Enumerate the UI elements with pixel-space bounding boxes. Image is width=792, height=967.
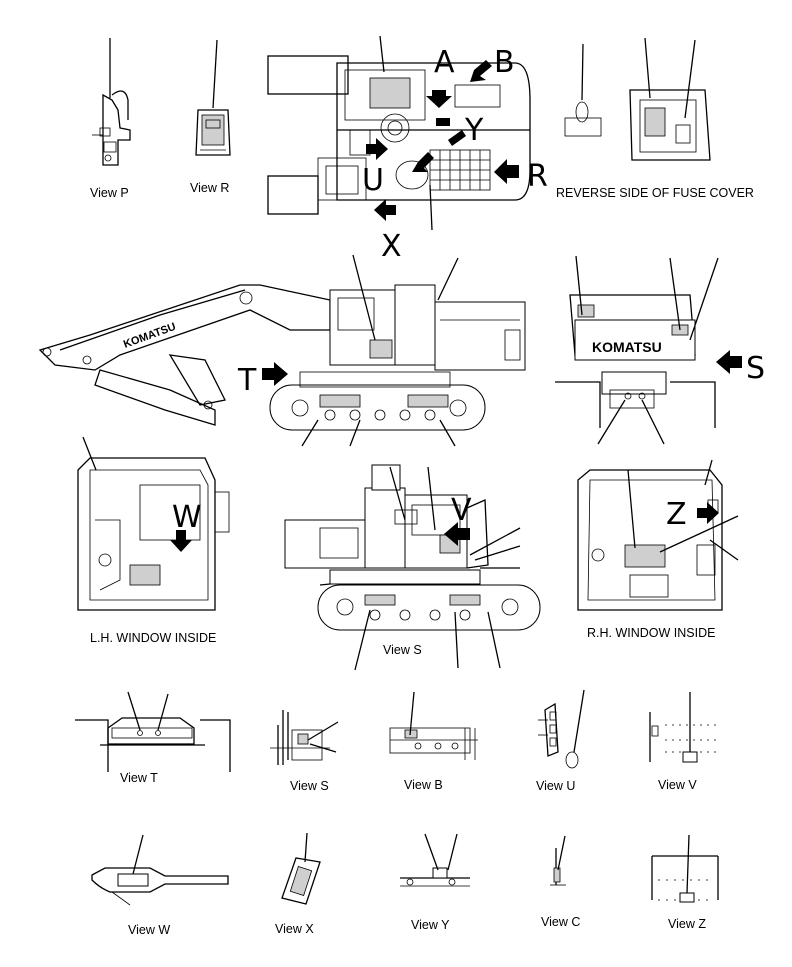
view-v-label: View V: [658, 778, 697, 792]
letter-u: U: [362, 163, 384, 198]
rh-window-label: R.H. WINDOW INSIDE: [587, 626, 715, 640]
view-b-figure: View B: [389, 691, 478, 792]
view-z-figure: View Z: [651, 834, 719, 931]
view-p-label: View P: [90, 186, 129, 200]
view-s-main-label: View S: [383, 643, 422, 657]
view-x-figure: View X: [275, 832, 321, 936]
view-t-figure: View T: [75, 691, 231, 785]
letter-s: S: [746, 351, 765, 386]
view-t-label: View T: [120, 771, 158, 785]
view-r-label: View R: [190, 181, 229, 195]
view-p-figure: View P: [90, 38, 131, 200]
excavator-rear-view: KOMATSU S: [555, 255, 765, 445]
letter-a: A: [434, 45, 455, 80]
letter-t: T: [237, 363, 257, 398]
letter-x: X: [381, 229, 402, 264]
view-s-small-figure: View S: [270, 710, 339, 793]
lh-window-label: L.H. WINDOW INSIDE: [90, 631, 216, 645]
view-c-figure: View C: [541, 835, 580, 929]
letter-b: B: [494, 45, 515, 80]
view-y-label: View Y: [411, 918, 450, 932]
rh-window-figure: Z R.H. WINDOW INSIDE: [577, 459, 739, 640]
view-w-figure: View W: [91, 834, 229, 937]
letter-r: R: [527, 159, 548, 194]
letter-w: W: [172, 500, 202, 535]
view-r-figure: View R: [190, 39, 231, 195]
view-v-figure: View V: [649, 692, 718, 792]
view-c-label: View C: [541, 915, 580, 929]
view-x-label: View X: [275, 922, 314, 936]
view-u-figure: View U: [536, 689, 585, 793]
letter-v: V: [451, 493, 472, 528]
excavator-side-view: KOMATSU T: [38, 254, 526, 447]
fuse-cover-label: REVERSE SIDE OF FUSE COVER: [556, 186, 754, 200]
top-plan-view: A B R U X Y: [267, 35, 548, 264]
view-y-figure: View Y: [400, 833, 470, 932]
view-b-label: View B: [404, 778, 443, 792]
lh-window-figure: W L.H. WINDOW INSIDE: [77, 436, 230, 645]
view-w-label: View W: [128, 923, 170, 937]
view-s-small-label: View S: [290, 779, 329, 793]
view-s-main-figure: V View S: [284, 464, 541, 671]
fuse-cover-figure: REVERSE SIDE OF FUSE COVER: [556, 37, 754, 200]
rear-brand: KOMATSU: [592, 339, 662, 355]
letter-z: Z: [666, 497, 687, 532]
letter-y: Y: [464, 113, 484, 148]
view-z-label: View Z: [668, 917, 706, 931]
view-u-label: View U: [536, 779, 575, 793]
